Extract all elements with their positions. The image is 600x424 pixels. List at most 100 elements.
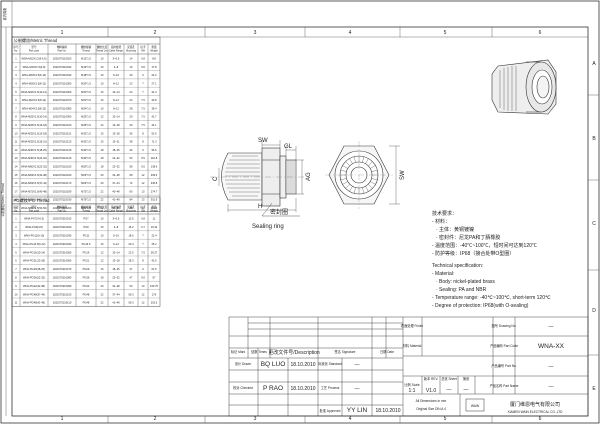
metric-table-cell: WNA-M50X1.5(22-32): [21, 165, 47, 169]
pg-table-header-en: No.: [14, 210, 18, 213]
technical-notes: 技术要求： - 材料： · 主体：黄铜镀镍 · 密封件：尼龙PA和丁腈橡胶 - …: [432, 210, 551, 309]
pg-table-cell: 97: [153, 276, 156, 280]
pg-table-cell: 10: [142, 284, 145, 288]
metric-table-cell: 1021070110140: [53, 156, 72, 160]
metric-table-cell: 38: [130, 140, 133, 144]
metric-table-cell: M63*1.5: [81, 181, 91, 185]
approved-date: 18.10.2010: [375, 408, 400, 414]
pg-table-cell: 13~18: [112, 259, 120, 263]
pg-table-header-en: Cable Range: [109, 210, 124, 213]
metric-table-cell: 58: [130, 165, 133, 169]
rev-header-times: 处数 Times: [251, 349, 267, 354]
pg-table-cell: 1021070210080: [53, 276, 72, 280]
metric-table-cell: 15: [101, 140, 104, 144]
metric-table-cell: 13~18: [112, 123, 120, 127]
metric-table-cell: 10: [101, 106, 104, 110]
end-view-tooth: [349, 158, 353, 164]
metric-table-header-cn: 螺纹规格: [81, 45, 92, 49]
metric-table-cell: 13: [15, 156, 18, 160]
notes-en-line-2: · Body: nickel-plated brass: [436, 279, 495, 285]
metric-table-cell: 1: [15, 57, 17, 61]
pg-table-cell: 37~44: [112, 292, 120, 296]
end-view-tooth: [345, 161, 350, 166]
corner-label: 准内简象: [2, 7, 7, 21]
company-name-cn: 厦门维恩电气有限公司: [510, 401, 560, 408]
metric-table-cell: WNA-M40X1.5(18-25): [21, 148, 47, 152]
metric-table-header-en: No.: [14, 50, 18, 53]
metric-table-cell: 4~8: [114, 65, 119, 69]
metric-table-header-cn: 安装孔: [127, 45, 135, 49]
metric-table-cell: 7: [15, 106, 17, 110]
end-view-tooth: [340, 178, 347, 181]
metric-table-header-en: Weight: [150, 50, 158, 53]
gland-iso-view: [491, 59, 557, 115]
pg-table-cell: PG48: [83, 292, 90, 296]
metric-table-cell: 8~12: [113, 82, 119, 86]
metric-table-header-en: Mounting: [126, 50, 137, 53]
metric-table-cell: 22: [101, 206, 104, 210]
pg-table-cell: PG11: [83, 234, 90, 238]
pg-table-cell: PG9: [83, 225, 89, 229]
rev-label: 版本 REV.: [424, 376, 439, 381]
pg-table-cell: 10: [101, 242, 104, 246]
col-label-1-bottom: 1: [61, 416, 64, 422]
metric-table-title: 公制螺纹/Metric Thread: [14, 37, 58, 44]
metric-table-cell: 10: [15, 131, 18, 135]
metric-table-cell: 42.7: [151, 115, 157, 119]
metric-table-cell: WNA-M25X1.5(10-14): [21, 115, 47, 119]
metric-table-cell: 20: [130, 73, 133, 77]
metric-table-cell: 52.6: [151, 131, 157, 135]
pg-table-cell: 12: [101, 259, 104, 263]
metric-table-cell: 1021070110090: [53, 115, 72, 119]
company-name-en: XIAMEN WAIN ELECTRICAL CO.,LTD: [508, 410, 564, 414]
pg-table-cell: 20.4: [128, 242, 134, 246]
pg-table-header-en: Mounting: [126, 210, 137, 213]
pg-table-header-cn: 适用线径: [111, 205, 122, 209]
metric-table-cell: 28: [130, 106, 133, 110]
metric-table-cell: 17: [15, 189, 18, 193]
pg-table-cell: PG21: [83, 259, 90, 263]
checked-label: 校对 Checked: [233, 385, 253, 390]
notes-en-line-1: - Material:: [432, 271, 454, 277]
metric-table-cell: 15: [101, 131, 104, 135]
end-view-tooth: [371, 169, 378, 172]
col-label-3: 3: [254, 30, 257, 36]
pg-table-header-en: Thread Len.: [96, 210, 109, 213]
pg-table-cell: 9: [15, 284, 17, 288]
pg-table-cell: PG48: [83, 301, 90, 305]
pg-table-cell: PG7: [83, 217, 89, 221]
pg-table-cell: 10: [101, 225, 104, 229]
company-logo-frame: [465, 398, 485, 412]
metric-table-cell: 6~10: [113, 73, 119, 77]
metric-table-cell: 2: [15, 65, 17, 69]
metric-table-cell: 16: [15, 181, 18, 185]
metric-table-cell: 3: [15, 73, 17, 77]
pg-table-cell: 10~14: [112, 250, 120, 254]
metric-table-cell: 19: [130, 65, 133, 69]
pg-table-cell: 12.5: [128, 217, 134, 221]
part-name-label: 产品名称 Part Name: [490, 383, 519, 388]
metric-table-cell: 8: [15, 115, 17, 119]
metric-table-cell: 1021070110050: [53, 82, 72, 86]
metric-table-cell: WNA-M20X1.5(10-14): [21, 90, 47, 94]
pg-table-cell: 1021070210090: [53, 284, 72, 288]
metric-table-cell: 6: [142, 73, 144, 77]
metric-table-header-en: Part code: [29, 50, 40, 53]
dim-label-sw: SW: [258, 138, 268, 144]
metric-table-cell: 24.2: [151, 73, 157, 77]
metric-table-cell: 322.6: [151, 206, 158, 210]
pg-table-cell: 15.2: [128, 225, 134, 229]
drawing-no-value: —: [549, 324, 554, 330]
pg-table-cell: 11: [153, 217, 156, 221]
metric-table-header-en: Cable Range: [109, 50, 124, 53]
metric-table-cell: WNA-M12X1.5(3-6.5): [22, 57, 47, 61]
part-code-value: WNA-XX: [538, 343, 565, 350]
pg-table-cell: 10: [101, 234, 104, 238]
end-view-tooth: [365, 158, 369, 164]
row-label-b: B: [592, 136, 596, 142]
checked-date: 18.10.2010: [290, 386, 315, 392]
metric-table-cell: 9: [15, 123, 17, 127]
pg-table-header-en: Part code: [29, 210, 40, 213]
